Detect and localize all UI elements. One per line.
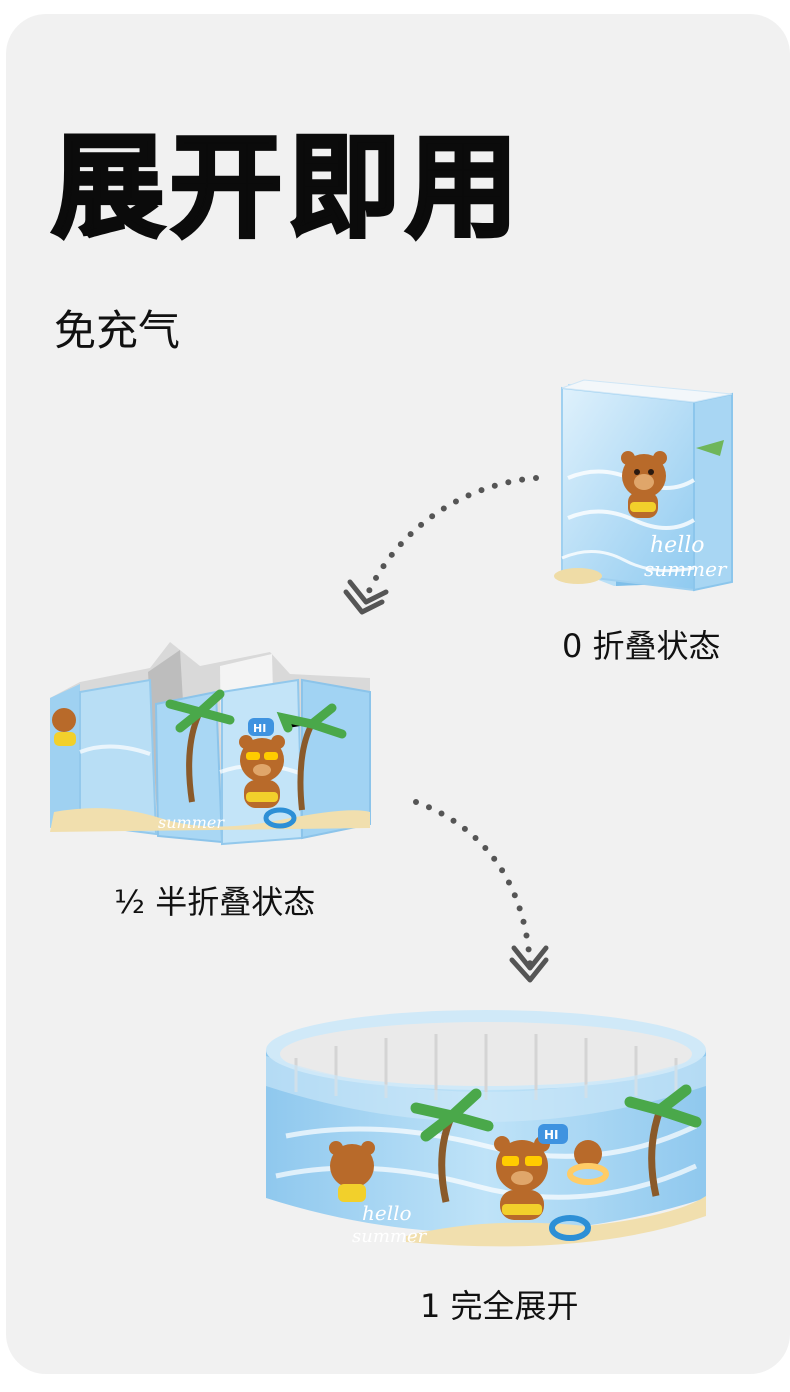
- arrow-folded-to-half: [343, 475, 539, 615]
- state-label-full: 1 完全展开: [420, 1287, 579, 1325]
- folded-pool-image: hello summer: [554, 379, 733, 592]
- half-hi-bubble-text: HI: [253, 722, 266, 735]
- half-summer-text: summer: [158, 813, 225, 832]
- expanded-hello-text: hello: [362, 1201, 412, 1225]
- content-card: 展开即用 免充气: [6, 14, 790, 1374]
- page-title: 展开即用: [50, 123, 524, 253]
- state-label-half: ½ 半折叠状态: [114, 883, 316, 921]
- folded-hello-text: hello: [650, 533, 705, 558]
- expanded-pool-image: HI hello summer: [266, 1010, 706, 1247]
- expanded-hi-bubble-text: HI: [544, 1128, 559, 1142]
- state-label-folded: 0 折叠状态: [562, 627, 721, 665]
- folded-summer-text: summer: [644, 557, 728, 581]
- half-folded-pool-image: HI summer: [50, 642, 371, 846]
- arrow-half-to-full: [413, 799, 549, 983]
- page-subtitle: 免充气: [54, 306, 181, 355]
- expanded-summer-text: summer: [352, 1226, 428, 1247]
